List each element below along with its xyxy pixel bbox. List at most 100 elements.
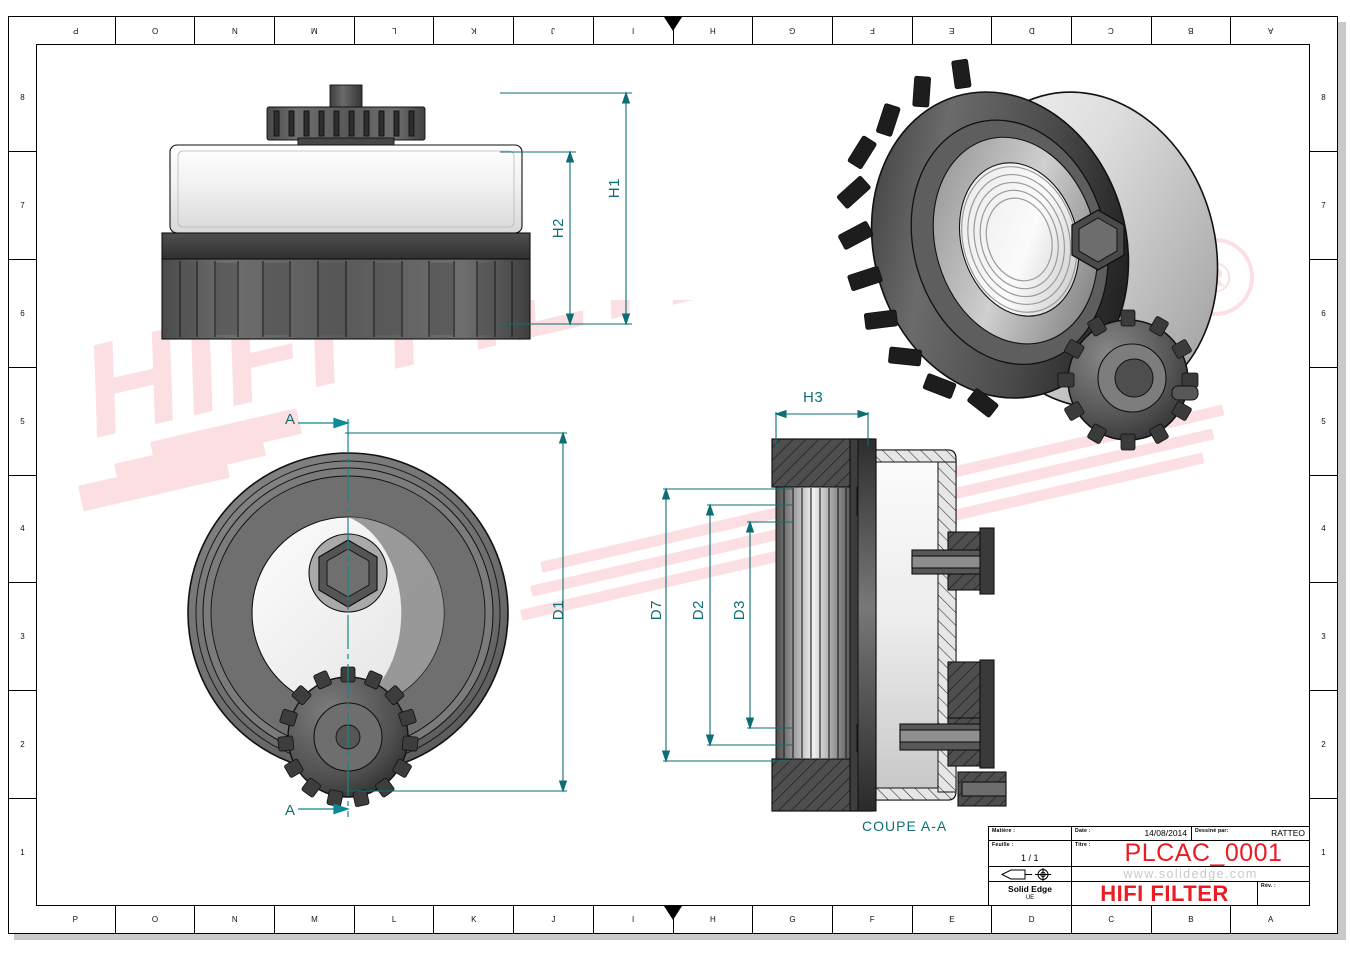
- zone-label: N: [231, 915, 238, 924]
- zone-bottom-O: O: [116, 906, 196, 933]
- drawn-by-value: RATTEO: [1271, 828, 1305, 838]
- fold-mark-bottom: [664, 906, 682, 920]
- zone-left-2: 2: [9, 691, 36, 800]
- cad-software-name: Solid Edge: [1008, 884, 1052, 895]
- zone-bottom-G: G: [753, 906, 833, 933]
- dimension-label-d7: D7: [648, 600, 665, 621]
- zone-top-J: J: [514, 17, 594, 44]
- zone-top-B: B: [1152, 17, 1232, 44]
- part-number-value: PLCAC_0001: [1124, 841, 1283, 866]
- dimension-group-d1: [345, 431, 568, 793]
- zone-label: K: [471, 26, 477, 35]
- zone-label: 1: [20, 848, 25, 858]
- zone-label: L: [391, 915, 397, 924]
- sheet-inner-frame: [36, 44, 1310, 906]
- zone-label: B: [1188, 915, 1194, 924]
- sheet-label: Feuille :: [992, 842, 1014, 848]
- zone-label: 2: [1321, 740, 1326, 750]
- zone-label: I: [632, 915, 635, 924]
- zone-label: I: [632, 26, 635, 35]
- zone-label: 2: [20, 740, 25, 750]
- company-name: HIFI FILTER: [1100, 882, 1229, 905]
- zone-label: 1: [1321, 848, 1326, 858]
- zone-top-D: D: [992, 17, 1072, 44]
- title-block-date[interactable]: Date : 14/08/2014: [1072, 827, 1192, 840]
- fold-mark-top: [664, 17, 682, 31]
- zone-bottom-B: B: [1152, 906, 1232, 933]
- view-section-aa: [771, 438, 1007, 812]
- date-value: 14/08/2014: [1144, 828, 1187, 838]
- zone-bottom-E: E: [913, 906, 993, 933]
- view-isometric-3d: [836, 58, 1219, 451]
- zone-top-O: O: [116, 17, 196, 44]
- zone-label: 4: [1321, 524, 1326, 534]
- zone-label: E: [949, 915, 955, 924]
- website-value: www.solidedge.com: [1123, 867, 1258, 881]
- dimension-group-diameters: [661, 487, 793, 763]
- dimension-label-h3: H3: [803, 389, 824, 406]
- zone-bottom-K: K: [434, 906, 515, 933]
- zone-label: 6: [1321, 308, 1326, 318]
- drawn-by-label: Dessiné par:: [1195, 828, 1229, 834]
- zone-bottom-P: P: [36, 906, 116, 933]
- title-block-drawn-by[interactable]: Dessiné par: RATTEO: [1192, 827, 1309, 840]
- section-cut-line-aa: [298, 417, 350, 817]
- zone-right-1: 1: [1310, 799, 1337, 906]
- zone-label: O: [151, 915, 159, 924]
- zone-top-K: K: [434, 17, 515, 44]
- section-arrow-label-top: A: [285, 411, 296, 428]
- dimension-group-heights: [500, 91, 632, 326]
- dimension-label-d2: D2: [690, 600, 707, 621]
- zone-label: 6: [20, 308, 25, 318]
- zone-label: K: [471, 915, 477, 924]
- zone-label: 8: [1321, 92, 1326, 102]
- zone-label: C: [1108, 26, 1115, 35]
- zone-top-I: I: [594, 17, 674, 44]
- zone-left-8: 8: [9, 44, 36, 152]
- zone-top-F: F: [833, 17, 913, 44]
- title-block-material[interactable]: Matière :: [989, 827, 1072, 840]
- zone-top-C: C: [1072, 17, 1152, 44]
- zone-label: O: [151, 26, 159, 35]
- zone-label: B: [1188, 26, 1194, 35]
- zone-label: M: [311, 915, 318, 924]
- title-block-website[interactable]: www.solidedge.com: [1072, 867, 1309, 881]
- zone-bottom-H: H: [674, 906, 754, 933]
- zone-bottom-L: L: [355, 906, 435, 933]
- zone-label: A: [1267, 26, 1274, 35]
- zone-label: H: [709, 26, 716, 35]
- zone-label: 3: [20, 632, 25, 642]
- title-block-part-number[interactable]: Titre : PLCAC_0001: [1072, 841, 1309, 866]
- projection-symbol-cell: [989, 867, 1072, 881]
- zone-bottom-F: F: [833, 906, 913, 933]
- zone-label: 4: [20, 524, 25, 534]
- zone-right-3: 3: [1310, 583, 1337, 692]
- zone-top-M: M: [275, 17, 355, 44]
- title-block-sheet[interactable]: Feuille : 1 / 1: [989, 841, 1072, 866]
- zone-left-4: 4: [9, 476, 36, 584]
- zone-top-E: E: [913, 17, 993, 44]
- dimension-label-d1: D1: [550, 600, 567, 621]
- zone-left-7: 7: [9, 152, 36, 260]
- zone-right-5: 5: [1310, 368, 1337, 476]
- zone-label: F: [869, 915, 875, 924]
- zone-label: D: [1028, 915, 1035, 924]
- zone-label: 5: [1321, 416, 1326, 426]
- title-block-revision[interactable]: Rév. :: [1258, 882, 1309, 905]
- zone-top-A: A: [1231, 17, 1310, 44]
- zone-left-3: 3: [9, 583, 36, 692]
- material-label: Matière :: [992, 828, 1016, 834]
- zone-label: 8: [20, 92, 25, 102]
- dimension-group-h3: [774, 409, 870, 446]
- zone-right-2: 2: [1310, 691, 1337, 800]
- sheet-value: 1 / 1: [1021, 853, 1039, 863]
- zone-label: L: [391, 26, 397, 35]
- title-block: Matière : Date : 14/08/2014 Dessiné par:…: [988, 826, 1310, 906]
- zone-label: J: [551, 915, 556, 924]
- zone-label: A: [1267, 915, 1274, 924]
- zone-bottom-I: I: [594, 906, 674, 933]
- zone-label: M: [311, 26, 318, 35]
- dimension-label-h1: H1: [606, 178, 623, 199]
